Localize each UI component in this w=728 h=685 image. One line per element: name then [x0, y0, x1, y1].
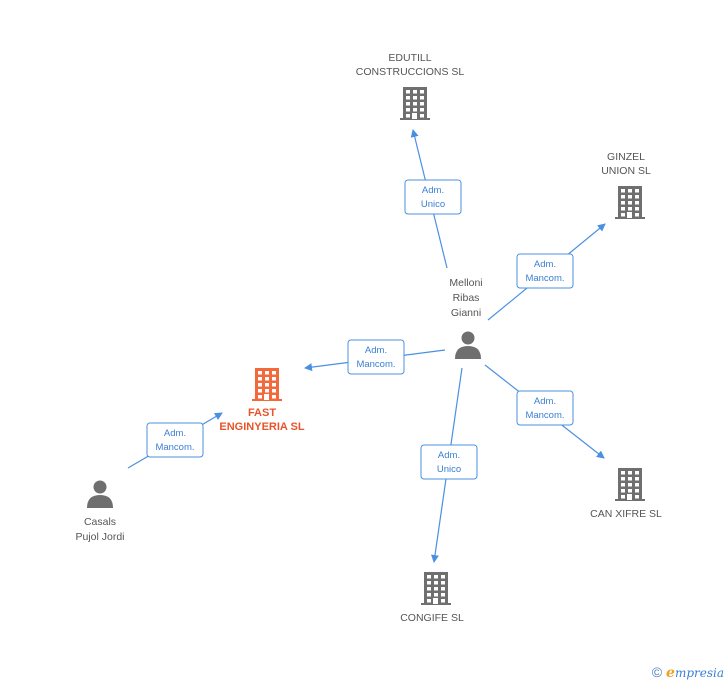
- edge-label[interactable]: Adm. Mancom.: [347, 339, 405, 375]
- edge-label-line: Unico: [421, 199, 445, 210]
- footer-brand: ©empresia: [652, 664, 724, 681]
- building-icon: [421, 572, 451, 605]
- node-label-line: Ribas: [453, 292, 480, 304]
- edge-label-line: Adm.: [534, 396, 556, 407]
- node-congife[interactable]: CONGIFE SL: [400, 572, 464, 624]
- edge-label-line: Mancom.: [356, 359, 395, 370]
- edge-label-line: Adm.: [422, 185, 444, 196]
- node-label-line: CONGIFE SL: [400, 612, 464, 624]
- edge-label-box: [404, 179, 462, 215]
- building-icon: [615, 186, 645, 219]
- edge-label-line: Adm.: [164, 428, 186, 439]
- building-icon: [615, 468, 645, 501]
- node-label-line: GINZEL: [607, 151, 645, 163]
- person-icon: [455, 331, 481, 359]
- node-ginzel[interactable]: GINZEL UNION SL: [601, 151, 651, 219]
- node-label-line: Gianni: [451, 307, 481, 319]
- edge-melloni-to-ginzel: Adm. Mancom.: [487, 223, 606, 321]
- node-label-line: UNION SL: [601, 165, 651, 177]
- edge-label[interactable]: Adm. Mancom.: [516, 253, 574, 289]
- edge-melloni-to-fast: Adm. Mancom.: [304, 339, 446, 375]
- edge-label[interactable]: Adm. Mancom.: [146, 422, 204, 458]
- node-edutill[interactable]: EDUTILL CONSTRUCCIONS SL: [356, 52, 465, 120]
- node-label-line: EDUTILL: [388, 52, 431, 64]
- node-label-line: FAST: [248, 407, 276, 419]
- edges-layer: Adm.UnicoAdm.Mancom.Adm.Mancom.Adm.Manco…: [127, 129, 606, 563]
- edge-label-box: [146, 422, 204, 458]
- node-label-line: Casals: [84, 516, 116, 528]
- edge-label-line: Mancom.: [525, 410, 564, 421]
- building-icon: [252, 368, 282, 401]
- edge-label-line: Unico: [437, 464, 461, 475]
- edge-melloni-to-congife: Adm. Unico: [420, 367, 478, 563]
- edge-label-box: [516, 253, 574, 289]
- edge-label[interactable]: Adm. Mancom.: [516, 390, 574, 426]
- node-label-line: Pujol Jordi: [75, 531, 124, 543]
- node-fast[interactable]: FAST ENGINYERIA SL: [219, 368, 305, 433]
- node-label-line: CONSTRUCCIONS SL: [356, 66, 465, 78]
- copyright-symbol: ©: [651, 664, 663, 680]
- edge-melloni-to-canxifre: Adm. Mancom.: [484, 364, 605, 459]
- edge-casals-to-fast: Adm. Mancom.: [127, 412, 223, 469]
- node-label-line: Melloni: [449, 277, 482, 289]
- person-icon: [87, 480, 113, 508]
- nodes-layer: EDUTILL CONSTRUCCIONS SL GINZEL UNION SL FAS…: [75, 52, 662, 624]
- edge-label-line: Mancom.: [525, 273, 564, 284]
- brand-logo: empresia: [666, 665, 724, 681]
- node-label-line: CAN XIFRE SL: [590, 508, 662, 520]
- edge-label-box: [420, 444, 478, 480]
- edge-label-line: Adm.: [438, 450, 460, 461]
- edge-label-box: [347, 339, 405, 375]
- edge-label-line: Adm.: [365, 345, 387, 356]
- edge-label[interactable]: Adm. Unico: [420, 444, 478, 480]
- edge-label-line: Adm.: [534, 259, 556, 270]
- building-icon: [400, 87, 430, 120]
- node-label-line: ENGINYERIA SL: [219, 421, 304, 433]
- edge-melloni-to-edutill: Adm. Unico: [404, 129, 462, 269]
- edge-label[interactable]: Adm. Unico: [404, 179, 462, 215]
- edge-label-box: [516, 390, 574, 426]
- edge-label-line: Mancom.: [155, 442, 194, 453]
- node-canxifre[interactable]: CAN XIFRE SL: [590, 468, 662, 520]
